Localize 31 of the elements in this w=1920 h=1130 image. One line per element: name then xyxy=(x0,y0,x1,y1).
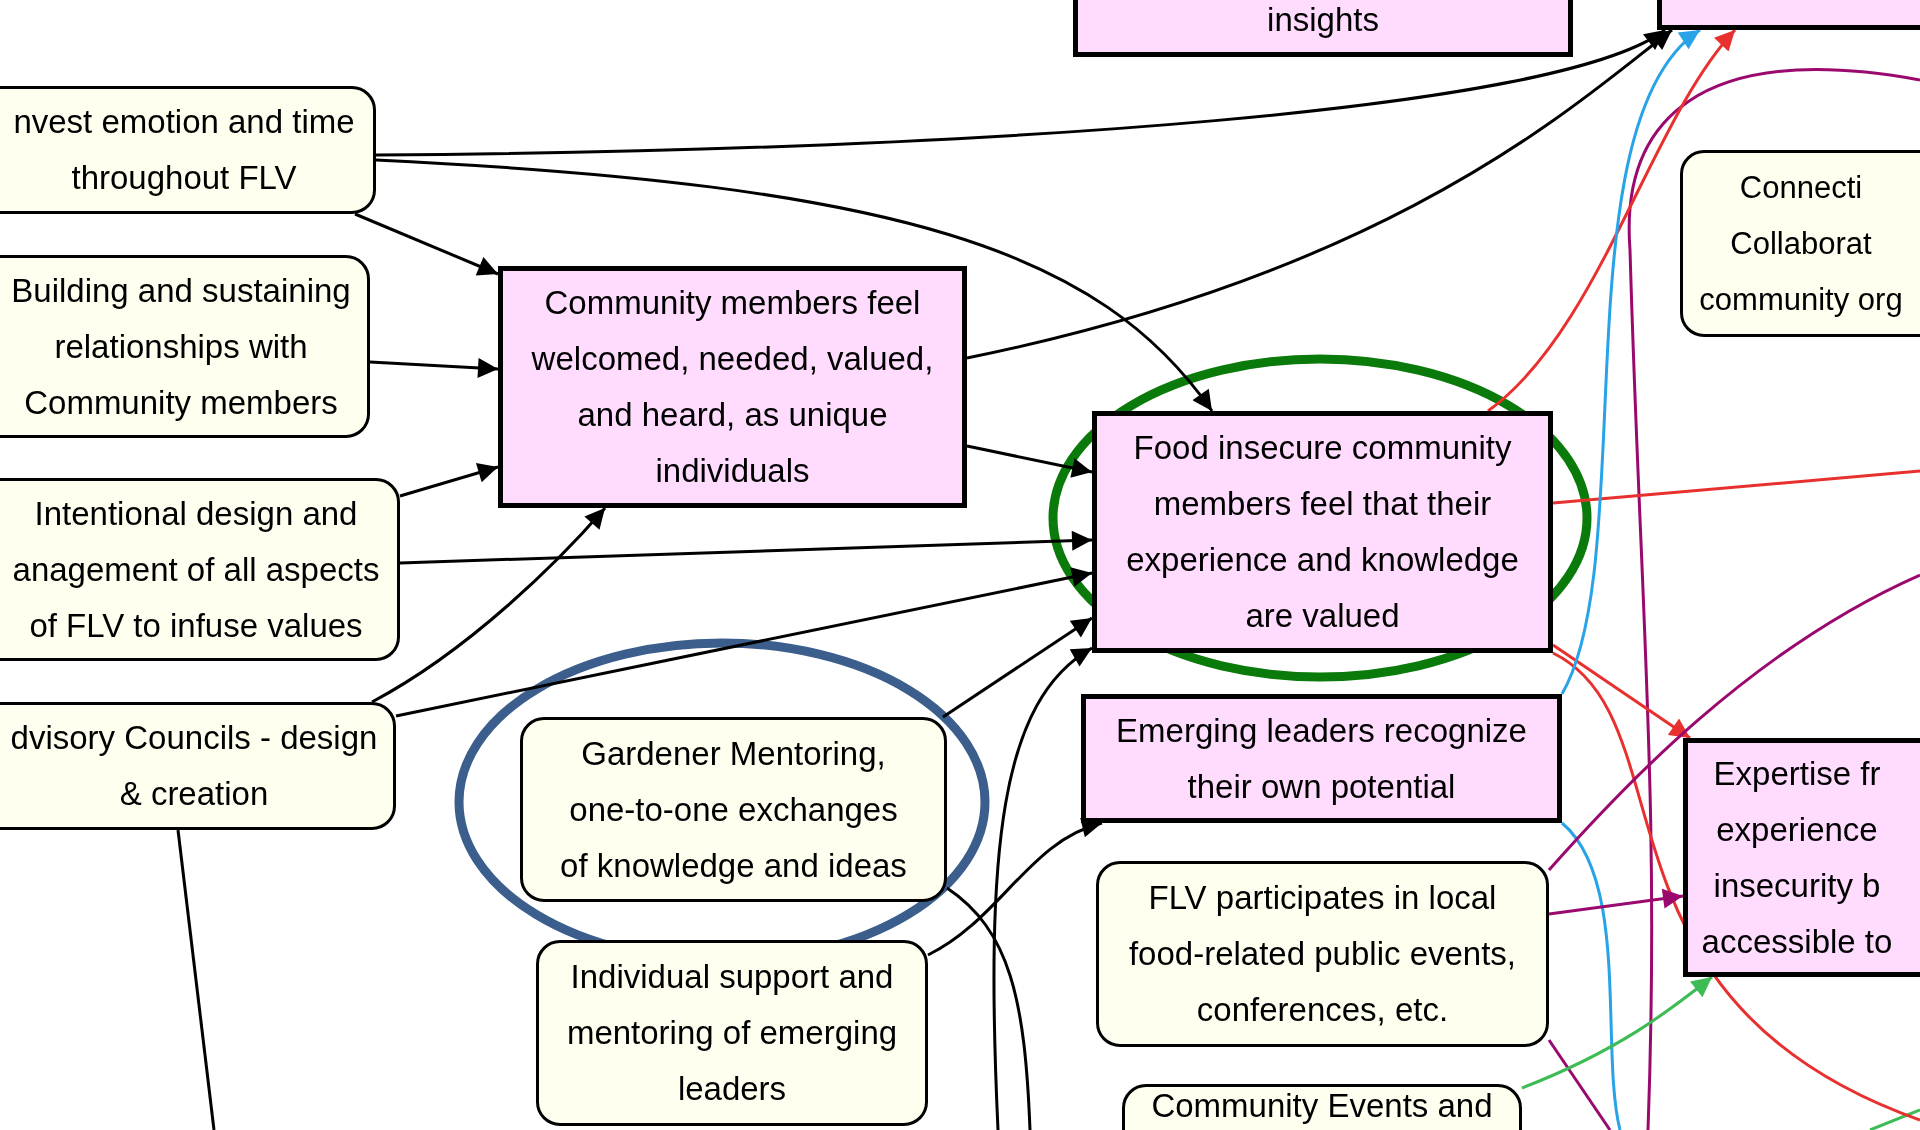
arrow xyxy=(1548,888,1684,916)
arrow xyxy=(371,507,607,704)
outcome-box: Emerging leaders recognize their own potential xyxy=(1081,694,1562,823)
arrow xyxy=(992,646,1093,1130)
outcome-box: Community members feel welcomed, needed, valued, and heard, as unique individuals xyxy=(498,266,967,508)
arrow xyxy=(1487,29,1737,413)
activity-box: dvisory Councils - design & creation xyxy=(0,702,396,830)
activity-box: Community Events and xyxy=(1122,1084,1522,1130)
activity-box: Connecti Collaborat community org xyxy=(1680,150,1920,337)
activity-box: Intentional design and anagement of all aspects of FLV to infuse values xyxy=(0,478,400,661)
activity-box: Building and sustaining relationships with Community members xyxy=(0,255,370,438)
arrow xyxy=(966,28,1673,360)
arrow xyxy=(376,28,1666,157)
arrow xyxy=(966,444,1093,478)
arrow xyxy=(399,530,1093,565)
arrow xyxy=(1521,975,1713,1090)
arrow xyxy=(1552,643,1691,740)
outcome-box: Expertise fr experience insecurity b accessible to xyxy=(1683,738,1920,977)
arrow xyxy=(395,567,1093,718)
outcome-box: insights xyxy=(1073,0,1573,57)
arrow xyxy=(399,463,499,498)
outcome-box: Food insecure community members feel that their experience and knowledge are valued xyxy=(1092,411,1553,653)
arrow xyxy=(1560,28,1702,695)
arrow xyxy=(354,212,499,276)
activity-box: Gardener Mentoring, one-to-one exchanges of knowledge and ideas xyxy=(520,717,947,902)
arrow xyxy=(369,357,499,378)
arrow xyxy=(942,616,1093,719)
activity-box: Individual support and mentoring of emerging leaders xyxy=(536,940,928,1126)
activity-box: FLV participates in local food-related public events, conferences, etc. xyxy=(1096,861,1549,1047)
arrow xyxy=(375,158,1214,412)
activity-box: nvest emotion and time throughout FLV xyxy=(0,86,376,214)
